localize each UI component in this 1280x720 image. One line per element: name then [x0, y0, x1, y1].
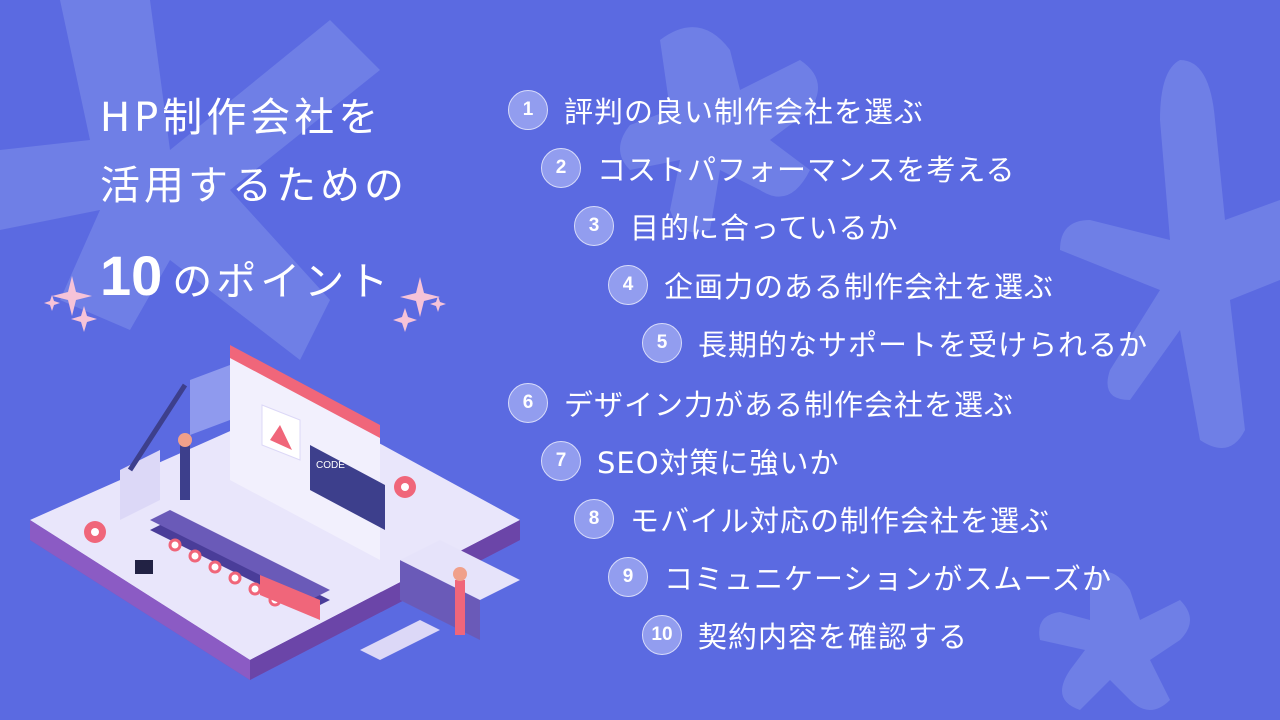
- sparkles-right: [393, 277, 446, 332]
- number-badge: 5: [642, 323, 682, 363]
- asterisk-shape-bottom: [1039, 572, 1190, 710]
- number-badge: 2: [541, 148, 581, 188]
- point-item: 9 コミュニケーションがスムーズか: [608, 555, 1112, 599]
- number-badge: 7: [541, 441, 581, 481]
- title-line-2: 活用するための: [100, 163, 408, 209]
- point-label: 長期的なサポートを受けられるか: [698, 328, 1149, 362]
- point-item: 1 評判の良い制作会社を選ぶ: [508, 88, 924, 132]
- sparkles-left: [44, 276, 97, 332]
- point-label: SEO対策に強いか: [597, 446, 840, 480]
- point-label: コストパフォーマンスを考える: [597, 153, 1016, 187]
- title-line-3: 10 のポイント: [100, 248, 392, 304]
- point-label: モバイル対応の制作会社を選ぶ: [630, 504, 1051, 538]
- point-item: 6 デザイン力がある制作会社を選ぶ: [508, 381, 1014, 425]
- title-suffix: のポイント: [172, 259, 393, 305]
- code-label: CODE: [316, 460, 345, 471]
- number-badge: 1: [508, 90, 548, 130]
- number-badge: 10: [642, 615, 682, 655]
- point-item: 7 SEO対策に強いか: [541, 439, 840, 483]
- point-item: 8 モバイル対応の制作会社を選ぶ: [574, 497, 1050, 541]
- point-label: 企画力のある制作会社を選ぶ: [664, 270, 1055, 304]
- number-badge: 9: [608, 557, 648, 597]
- asterisk-shape-top: [620, 27, 818, 233]
- point-item: 4 企画力のある制作会社を選ぶ: [608, 263, 1054, 307]
- factory-illustration: CODE: [30, 345, 520, 680]
- point-item: 10 契約内容を確認する: [642, 613, 968, 657]
- point-label: コミュニケーションがスムーズか: [664, 562, 1112, 596]
- point-item: 5 長期的なサポートを受けられるか: [642, 321, 1148, 365]
- number-badge: 3: [574, 206, 614, 246]
- point-item: 2 コストパフォーマンスを考える: [541, 146, 1016, 190]
- point-label: 評判の良い制作会社を選ぶ: [564, 95, 925, 129]
- number-badge: 6: [508, 383, 548, 423]
- number-badge: 8: [574, 499, 614, 539]
- asterisk-shape-right: [1060, 60, 1280, 448]
- point-item: 3 目的に合っているか: [574, 204, 899, 248]
- title-number: 10: [100, 244, 163, 307]
- asterisk-shape-left: [0, 0, 380, 360]
- point-label: デザイン力がある制作会社を選ぶ: [564, 388, 1015, 422]
- number-badge: 4: [608, 265, 648, 305]
- point-label: 契約内容を確認する: [698, 620, 969, 654]
- title-line-1: HP制作会社を: [100, 95, 383, 141]
- point-label: 目的に合っているか: [630, 211, 899, 245]
